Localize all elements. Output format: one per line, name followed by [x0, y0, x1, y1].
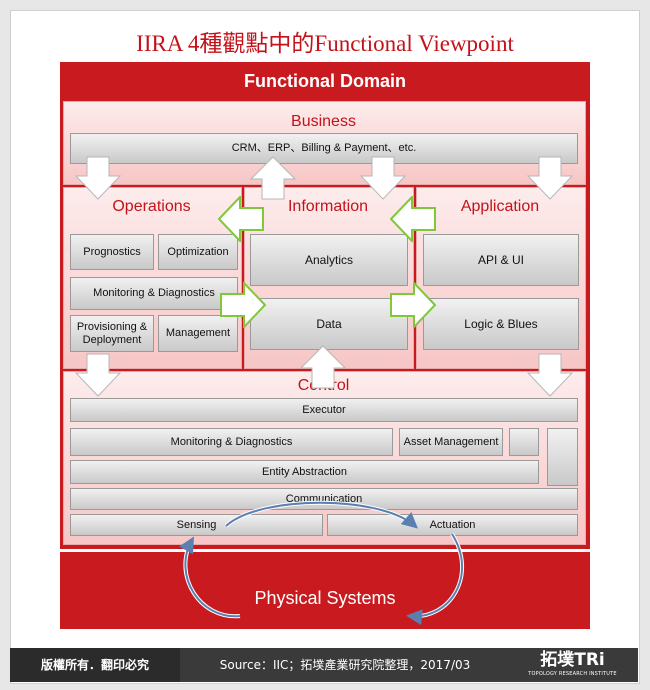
prognostics-box: Prognostics	[70, 234, 154, 270]
arrow-left-information-operations	[218, 196, 264, 242]
business-label: Business	[291, 113, 356, 130]
ops-monitoring-box: Monitoring & Diagnostics	[70, 277, 238, 310]
api-ui-box: API & UI	[423, 234, 579, 286]
arrow-down-application-control	[527, 353, 573, 397]
tri-logo: 拓墣TRi TOPOLOGY RESEARCH INSTITUTE	[515, 651, 630, 679]
sensing-box: Sensing	[70, 514, 323, 536]
optimization-box: Optimization	[158, 234, 238, 270]
arrow-up-operations-business	[250, 156, 296, 200]
information-label: Information	[287, 198, 369, 215]
source-text: Source：IIC；拓墣產業研究院整理，2017/03	[219, 658, 471, 672]
physical-systems-panel	[60, 549, 590, 629]
control-stair-block-2	[547, 428, 578, 486]
arrow-down-business-operations	[75, 156, 121, 200]
operations-label: Operations	[112, 198, 191, 215]
tri-logo-subtext: TOPOLOGY RESEARCH INSTITUTE	[528, 671, 617, 677]
entity-abstraction-box: Entity Abstraction	[70, 460, 539, 484]
control-stair-block-1	[509, 428, 539, 456]
business-systems-bar: CRM、ERP、Billing & Payment、etc.	[70, 133, 578, 164]
arrow-down-operations-control	[75, 353, 121, 397]
page-title: IIRA 4種觀點中的Functional Viewpoint	[136, 31, 514, 56]
actuation-box: Actuation	[327, 514, 578, 536]
management-box: Management	[158, 315, 238, 352]
arrow-down-business-information	[360, 156, 406, 200]
logic-blues-box: Logic & Blues	[423, 298, 579, 350]
functional-domain-header: Functional Domain	[244, 71, 406, 91]
tri-logo-text: 拓墣TRi	[540, 650, 605, 670]
data-box: Data	[250, 298, 408, 350]
analytics-box: Analytics	[250, 234, 408, 286]
provisioning-box: Provisioning & Deployment	[70, 315, 154, 352]
arrow-left-application-information	[390, 196, 436, 242]
physical-systems-label: Physical Systems	[254, 588, 396, 608]
asset-management-box: Asset Management	[399, 428, 503, 456]
arrow-down-business-application	[527, 156, 573, 200]
control-monitoring-box: Monitoring & Diagnostics	[70, 428, 393, 456]
communication-box: Communication	[70, 488, 578, 510]
arrow-up-control-information	[300, 345, 346, 389]
arrow-right-operations-information	[220, 282, 266, 328]
executor-box: Executor	[70, 398, 578, 422]
copyright-text: 版權所有．翻印必究	[10, 648, 180, 682]
application-label: Application	[460, 198, 540, 215]
arrow-right-information-application	[390, 282, 436, 328]
